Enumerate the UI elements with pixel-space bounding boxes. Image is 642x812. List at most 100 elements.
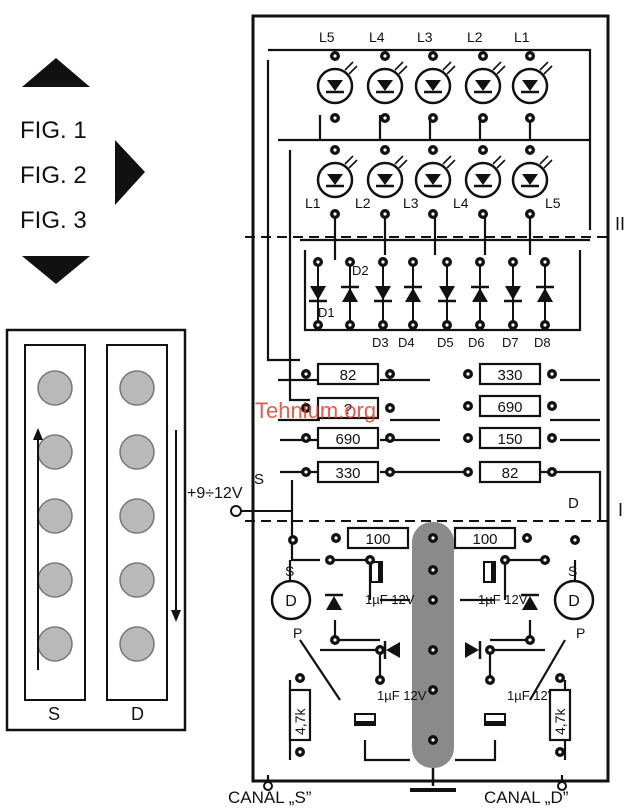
svg-text:S: S — [285, 563, 294, 579]
resistor-bottom-left: 4,7k — [288, 673, 312, 757]
svg-text:P: P — [293, 625, 302, 641]
led-label: L5 — [319, 29, 335, 45]
led-label: L4 — [453, 195, 469, 211]
diode-d5: D5 — [437, 257, 456, 350]
svg-text:82: 82 — [340, 367, 357, 384]
input-label-s: CANAL „S” — [228, 788, 312, 807]
resistor-left-2: ? — [301, 396, 395, 420]
svg-text:D7: D7 — [502, 335, 519, 350]
panel-led-d — [119, 498, 155, 534]
resistor-mid-1: 100 — [331, 526, 425, 550]
resistor-right-2: 690 — [463, 394, 557, 418]
svg-text:S: S — [568, 563, 577, 579]
svg-text:1µF 12V: 1µF 12V — [478, 592, 528, 607]
resistor-right-3: 150 — [463, 426, 557, 450]
capacitor-bottom-2: 1µF 12V — [484, 688, 557, 726]
resistor-bottom-right: 4,7k — [548, 673, 572, 757]
svg-text:D2: D2 — [352, 263, 369, 278]
led-l4: L4 — [453, 155, 506, 211]
led-l3: L3 — [403, 155, 456, 211]
resistor-left-4: 330 — [301, 460, 395, 484]
resistor-right-4: 82 — [463, 460, 557, 484]
svg-text:D4: D4 — [398, 335, 415, 350]
svg-text:?: ? — [344, 401, 352, 418]
led-label: L1 — [514, 29, 530, 45]
svg-text:D: D — [568, 593, 580, 610]
led-l2: L2 — [464, 29, 506, 105]
led-row-top: L5 L4 L3 L2 L1 — [316, 29, 553, 123]
transistor-left: DS P — [270, 563, 312, 641]
svg-text:330: 330 — [497, 367, 522, 384]
svg-text:P: P — [576, 625, 585, 641]
diode-d7: D7 — [502, 257, 522, 350]
led-label: L1 — [305, 195, 321, 211]
panel-led-d — [119, 626, 155, 662]
diode-d3: D3 — [372, 257, 392, 350]
led-l3: L3 — [414, 29, 456, 105]
panel-led-d — [119, 434, 155, 470]
svg-text:690: 690 — [497, 399, 522, 416]
arrow-down-small-icon — [171, 610, 181, 622]
led-label: L4 — [369, 29, 385, 45]
svg-text:D8: D8 — [534, 335, 551, 350]
svg-text:690: 690 — [335, 431, 360, 448]
section-mark-ii: II — [615, 214, 625, 234]
svg-text:100: 100 — [472, 531, 497, 548]
input-label-d: CANAL „D” — [484, 788, 569, 807]
arrow-up-icon — [22, 58, 90, 87]
svg-text:4,7k: 4,7k — [552, 708, 568, 735]
led-l5: L5 — [316, 29, 358, 105]
panel-led-s — [37, 498, 73, 534]
led-panel: S D — [5, 328, 187, 732]
led-label: L3 — [403, 195, 419, 211]
transistor-right: DS P — [553, 563, 595, 641]
capacitor-mid-1: 1µF 12V — [365, 561, 415, 607]
pcb-traces — [266, 48, 602, 785]
panel-led-d — [119, 370, 155, 406]
led-l1: L1 — [305, 155, 358, 211]
svg-text:330: 330 — [335, 465, 360, 482]
arrow-down-icon — [22, 256, 90, 284]
panel-led-s — [37, 370, 73, 406]
svg-text:D5: D5 — [437, 335, 454, 350]
led-label: L2 — [355, 195, 371, 211]
resistor-mid-2: 100 — [438, 526, 532, 550]
svg-text:D1: D1 — [318, 305, 335, 320]
diode-d8: D8 — [534, 257, 554, 350]
pin-d-label: D — [568, 495, 579, 512]
resistor-left-1: 82 — [301, 362, 395, 386]
panel-led-s — [37, 626, 73, 662]
led-l1: L1 — [511, 29, 553, 105]
panel-led-s — [37, 562, 73, 598]
diode-vertical-left — [325, 593, 343, 610]
led-label: L5 — [545, 195, 561, 211]
diode-d2: D2 — [341, 257, 369, 330]
fig-label-2: FIG. 2 — [20, 162, 87, 189]
section-mark-i: I — [618, 500, 623, 520]
pcb-outline — [251, 14, 610, 783]
diode-bridge-right — [465, 641, 482, 659]
svg-text:100: 100 — [365, 531, 390, 548]
panel-label-s: S — [48, 704, 60, 724]
pin-s-label: S — [254, 471, 264, 488]
diode-d4: D4 — [398, 257, 422, 350]
led-label: L3 — [417, 29, 433, 45]
watermark: Tehnium.org — [255, 398, 376, 423]
fig-label-3: FIG. 3 — [20, 207, 87, 234]
svg-text:D6: D6 — [468, 335, 485, 350]
led-l2: L2 — [355, 155, 408, 211]
led-row-bottom: L1 L2 L3 L4 L5 — [305, 145, 561, 219]
svg-text:1µF 12V: 1µF 12V — [507, 688, 557, 703]
led-l5: L5 — [511, 155, 561, 211]
svg-text:D: D — [285, 593, 297, 610]
svg-text:150: 150 — [497, 431, 522, 448]
resistor-left-3: 690 — [301, 426, 395, 450]
capacitor-bottom-1: 1µF 12V — [354, 688, 427, 726]
resistor-right-1: 330 — [463, 362, 557, 386]
diode-bridge-left — [383, 641, 400, 659]
led-l4: L4 — [366, 29, 408, 105]
supply-label: +9÷12V — [187, 485, 243, 502]
